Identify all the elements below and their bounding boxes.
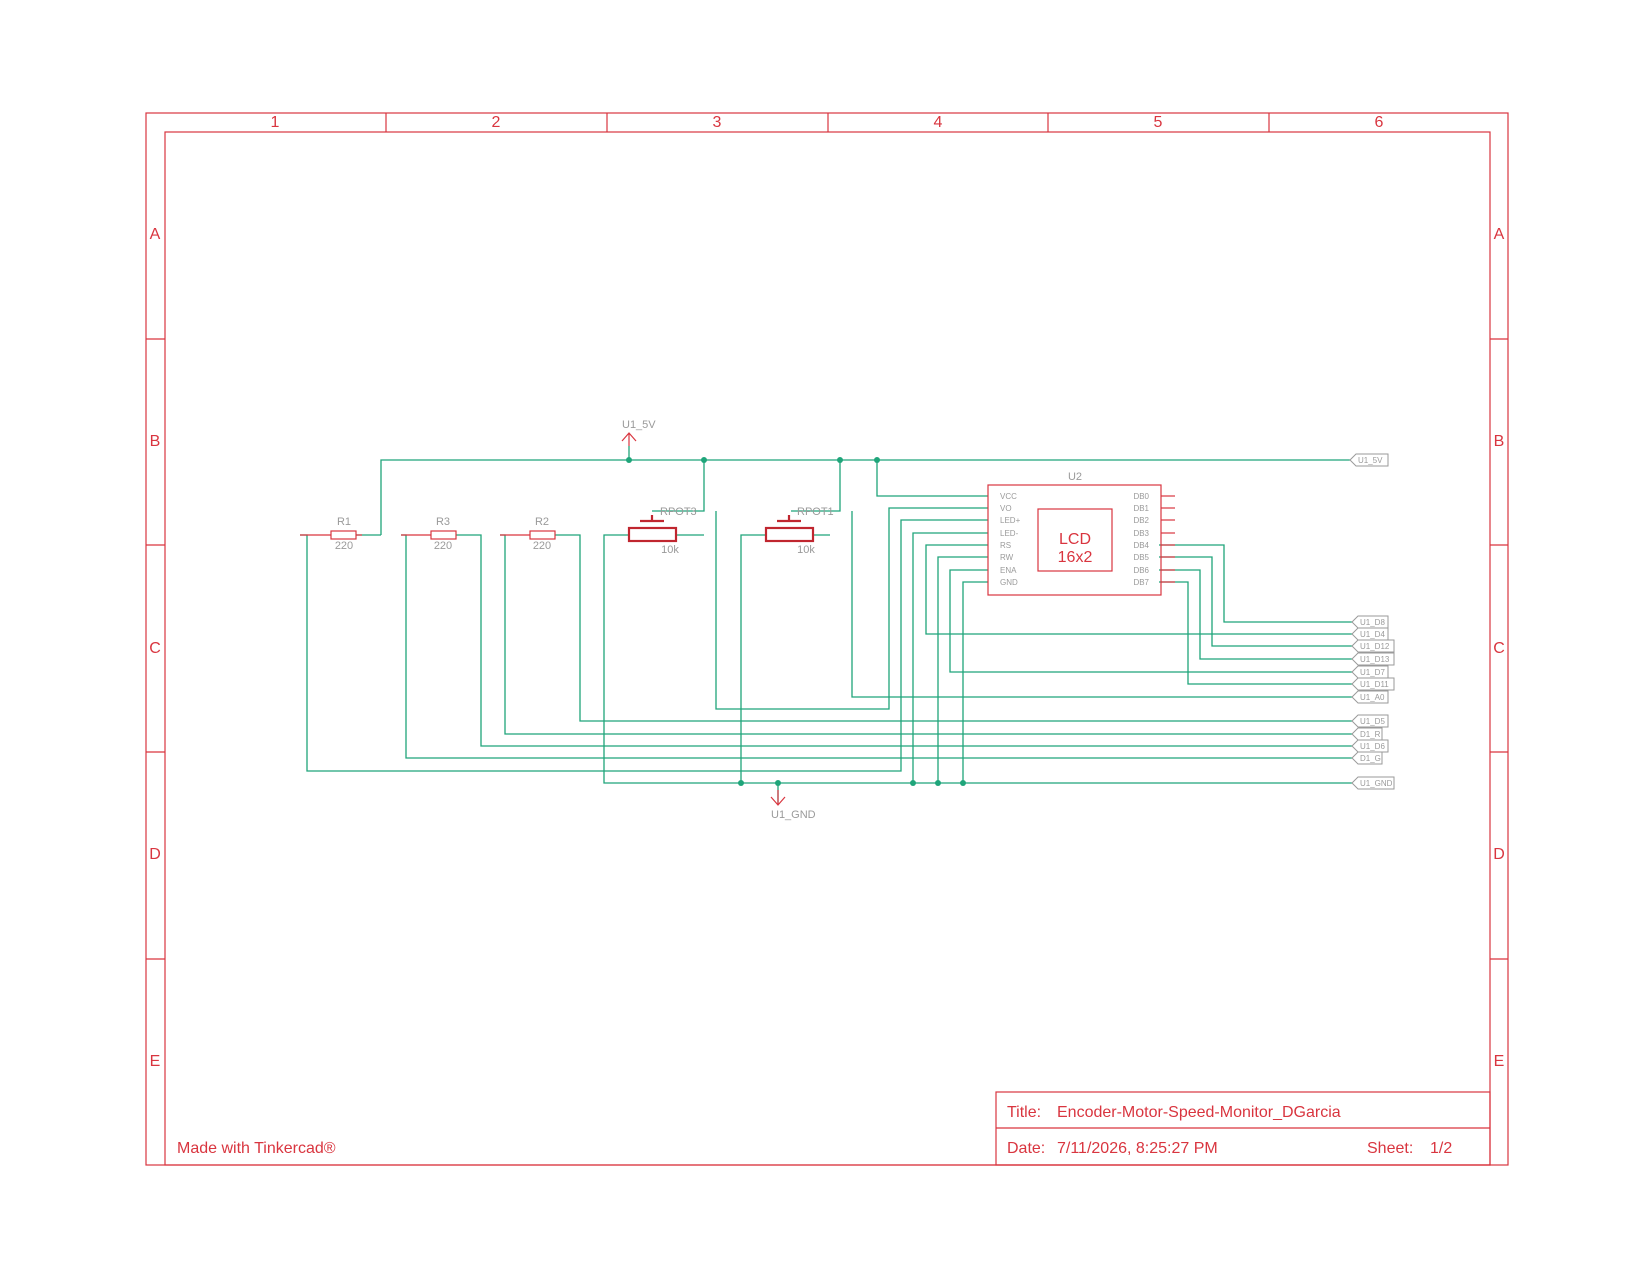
pot-value: 10k xyxy=(797,544,815,556)
net-port-label: U1_D11 xyxy=(1360,680,1389,689)
pot-ref: RPOT3 xyxy=(660,506,697,518)
net-port-label: U1_D7 xyxy=(1360,668,1385,677)
pot-ref: RPOT1 xyxy=(797,506,834,518)
net-port: U1_5V xyxy=(1349,453,1389,467)
row-label-left: A xyxy=(150,226,161,243)
row-label-right: B xyxy=(1494,433,1505,450)
lcd-pin-label: DB4 xyxy=(1133,541,1149,550)
lcd-pin-label: GND xyxy=(1000,578,1018,587)
drawing-date: 7/11/2026, 8:25:27 PM xyxy=(1057,1140,1218,1157)
net-port: U1_D8 xyxy=(1351,615,1389,629)
net-port-label: D1_R xyxy=(1360,730,1381,739)
net-ports: U1_5V U1_D8 U1_D4 U1_D12 U1_D13 U1_D7 U1… xyxy=(1349,453,1395,790)
resistor-ref: R2 xyxy=(535,516,549,528)
net-port: U1_GND xyxy=(1351,776,1395,790)
net-port: D1_G xyxy=(1351,751,1383,765)
resistor-ref: R3 xyxy=(436,516,450,528)
net-port-label: U1_5V xyxy=(1358,456,1383,465)
resistor-value: 220 xyxy=(434,540,452,552)
net-port-label: U1_D6 xyxy=(1360,742,1385,751)
net-port: U1_D7 xyxy=(1351,665,1389,679)
row-label-right: D xyxy=(1493,846,1505,863)
column-label: 4 xyxy=(934,114,943,131)
net-port-label: U1_A0 xyxy=(1360,693,1385,702)
lcd-pin-label: LED+ xyxy=(1000,516,1021,525)
row-label-left: C xyxy=(149,640,161,657)
lcd-ref: U2 xyxy=(1068,471,1082,483)
drawing-title: Encoder-Motor-Speed-Monitor_DGarcia xyxy=(1057,1104,1341,1121)
outer-border xyxy=(145,112,1509,1166)
vcc-symbol: U1_5V xyxy=(621,419,656,446)
row-label-right: E xyxy=(1494,1053,1505,1070)
lcd-pin-label: DB0 xyxy=(1133,492,1149,501)
net-port: U1_D6 xyxy=(1351,739,1389,753)
lcd-pin-label: RS xyxy=(1000,541,1011,550)
gnd-label: U1_GND xyxy=(771,809,816,821)
lcd-pin-label: DB3 xyxy=(1133,529,1149,538)
lcd-body-line1: LCD xyxy=(1059,531,1091,548)
lcd-pin-label: ENA xyxy=(1000,566,1017,575)
net-port-label: U1_D5 xyxy=(1360,717,1385,726)
row-label-right: A xyxy=(1494,226,1505,243)
potentiometer-rpot3: RPOT3 10k xyxy=(627,506,697,556)
net-port-label: U1_D8 xyxy=(1360,618,1385,627)
row-label-left: B xyxy=(150,433,161,450)
column-label: 3 xyxy=(713,114,722,131)
net-port: U1_D4 xyxy=(1351,627,1389,641)
lcd-pin-label: LED- xyxy=(1000,529,1019,538)
potentiometer-rpot1: RPOT1 10k xyxy=(764,506,834,556)
date-label: Date: xyxy=(1007,1140,1045,1157)
resistor-r3: R3 220 xyxy=(401,516,457,552)
lcd-pin-label: DB2 xyxy=(1133,516,1149,525)
inner-border xyxy=(164,131,1491,1166)
net-port-label: D1_G xyxy=(1360,754,1381,763)
net-port: U1_A0 xyxy=(1351,690,1389,704)
title-block: Title: Encoder-Motor-Speed-Monitor_DGarc… xyxy=(995,1091,1491,1166)
resistor-r2: R2 220 xyxy=(500,516,556,552)
tinkercad-credit: Made with Tinkercad® xyxy=(177,1140,336,1157)
net-port-label: U1_D13 xyxy=(1360,655,1390,664)
lcd-pin-label: DB5 xyxy=(1133,553,1149,562)
net-port-label: U1_GND xyxy=(1360,779,1393,788)
title-label: Title: xyxy=(1007,1104,1041,1121)
vcc-label: U1_5V xyxy=(622,419,656,431)
lcd-pin-label: RW xyxy=(1000,553,1014,562)
drawing-frame: 1 2 3 4 5 6 A B C D E A B C D E xyxy=(145,112,1509,1166)
column-label: 1 xyxy=(271,114,280,131)
row-label-left: D xyxy=(149,846,161,863)
lcd-body-line2: 16x2 xyxy=(1058,549,1093,566)
net-port: U1_D5 xyxy=(1351,714,1389,728)
row-label-right: C xyxy=(1493,640,1505,657)
lcd-pin-label: DB7 xyxy=(1133,578,1149,587)
lcd-u2: U2 LCD 16x2 VCC VO LED+ LED- RS RW ENA G… xyxy=(987,471,1175,596)
resistor-r1: R1 220 xyxy=(300,516,362,552)
net-port: U1_D11 xyxy=(1351,677,1395,691)
wires xyxy=(300,446,1352,803)
net-port-label: U1_D12 xyxy=(1360,642,1390,651)
net-port-label: U1_D4 xyxy=(1360,630,1385,639)
sheet-number: 1/2 xyxy=(1430,1140,1452,1157)
column-label: 5 xyxy=(1154,114,1163,131)
resistor-value: 220 xyxy=(533,540,551,552)
gnd-symbol: U1_GND xyxy=(770,790,816,821)
net-port: D1_R xyxy=(1351,727,1383,741)
column-label: 6 xyxy=(1375,114,1384,131)
lcd-pin-label: VCC xyxy=(1000,492,1017,501)
net-port: U1_D13 xyxy=(1351,652,1395,666)
row-label-left: E xyxy=(150,1053,161,1070)
sheet-label: Sheet: xyxy=(1367,1140,1413,1157)
junctions xyxy=(626,457,966,786)
pot-value: 10k xyxy=(661,544,679,556)
resistor-value: 220 xyxy=(335,540,353,552)
lcd-pin-label: VO xyxy=(1000,504,1012,513)
lcd-pin-label: DB1 xyxy=(1133,504,1149,513)
net-port: U1_D12 xyxy=(1351,639,1395,653)
lcd-pin-label: DB6 xyxy=(1133,566,1149,575)
resistor-ref: R1 xyxy=(337,516,351,528)
column-label: 2 xyxy=(492,114,501,131)
